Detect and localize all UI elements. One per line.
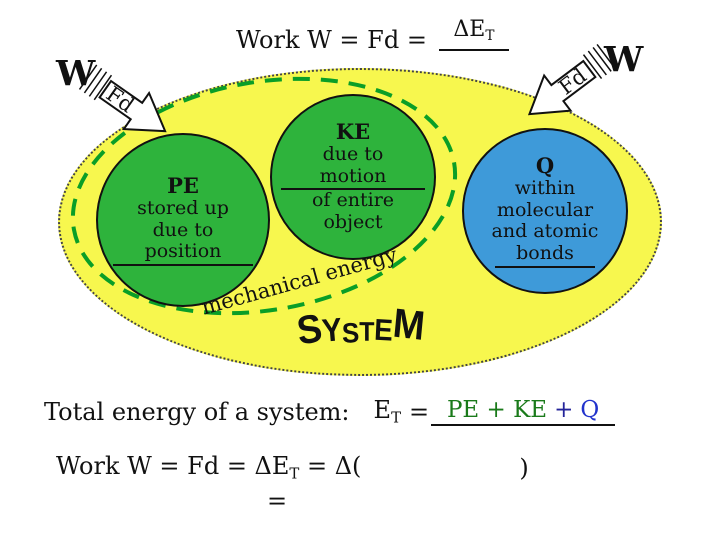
answer-plus: + xyxy=(554,397,574,424)
title-equation: Work W = Fd = ΔET xyxy=(236,18,509,54)
mechanical-energy-boundary xyxy=(70,76,458,316)
work-et-subscript: T xyxy=(289,464,300,483)
title-answer-blank-line xyxy=(438,43,509,52)
work-equation: Work W = Fd = ΔET = Δ( ) xyxy=(56,452,529,482)
total-energy-equation: Total energy of a system: ET = PE + KE +… xyxy=(44,396,616,427)
work-equation-lhs: Work W = Fd = ΔET = Δ( xyxy=(56,452,362,483)
title-answer-subscript: T xyxy=(485,28,495,45)
ke-line-2: of entire xyxy=(311,189,395,212)
q-line-2: molecular xyxy=(496,198,594,221)
work-equation-close-paren: ) xyxy=(519,454,529,483)
total-energy-label: Total energy of a system: xyxy=(44,398,350,427)
arrow-right-shape xyxy=(527,59,597,116)
arrow-left-shape xyxy=(98,79,167,133)
ke-circle: KE due to motion of entire object xyxy=(270,94,436,260)
q-line-3: and atomic xyxy=(491,220,599,243)
work-arrow-right: Fd xyxy=(527,43,616,116)
ke-symbol: KE xyxy=(335,119,371,145)
q-line-1: within xyxy=(514,177,576,200)
mechanical-energy-dashed-ellipse xyxy=(70,76,458,316)
answer-q: Q xyxy=(580,397,600,424)
ke-line-1: due to xyxy=(322,143,384,166)
answer-pe-ke: PE + KE xyxy=(446,397,548,424)
total-energy-answer-blank: PE + KE + Q xyxy=(431,397,616,427)
pe-line-2: due to xyxy=(152,218,214,241)
q-answer-blank: bonds xyxy=(495,242,595,268)
pe-symbol: PE xyxy=(167,173,199,199)
q-symbol: Q xyxy=(535,153,555,179)
work-label-right: W xyxy=(604,39,644,80)
equals-sign: = xyxy=(408,398,430,427)
title-answer-block: ΔET xyxy=(438,17,509,52)
system-wordart-letter: M xyxy=(390,300,427,350)
arrow-right-hatch-lines xyxy=(582,43,616,80)
work-label-left: W xyxy=(56,53,96,94)
work-arrow-left: Fd xyxy=(78,64,167,133)
continuation-equals: = xyxy=(267,487,288,515)
q-circle: Q within molecular and atomic bonds xyxy=(462,128,628,294)
pe-line-1: stored up xyxy=(137,196,229,219)
et-subscript: T xyxy=(391,408,401,427)
system-wordart-letter: T xyxy=(359,317,375,348)
ke-line-3: object xyxy=(323,211,383,234)
system-wordart-letter: S xyxy=(341,316,360,350)
pe-answer-blank: position xyxy=(113,241,253,266)
system-wordart-letter: Y xyxy=(320,312,344,350)
title-equation-lhs: Work W = Fd = xyxy=(236,26,427,54)
work-equation-delta-paren: = Δ( xyxy=(306,452,362,480)
ke-answer-blank: motion xyxy=(281,165,425,191)
pe-circle: PE stored up due to position xyxy=(96,133,270,307)
et-symbol: ET xyxy=(373,396,401,427)
arrow-left-hatch-lines xyxy=(78,64,113,101)
title-answer-text: ΔET xyxy=(453,17,495,45)
